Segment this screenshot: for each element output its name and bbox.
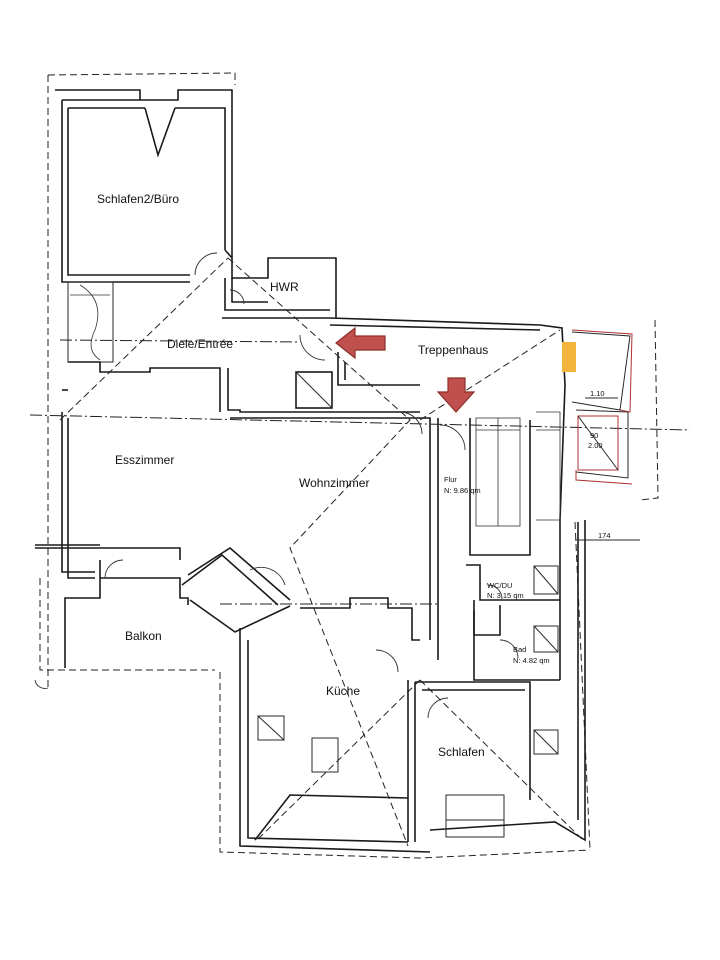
main-staircase xyxy=(475,411,561,527)
label-schlafen2-buero: Schlafen2/Büro xyxy=(97,192,179,206)
dimension-90: 90 xyxy=(590,431,598,440)
label-wohnzimmer: Wohnzimmer xyxy=(299,476,369,490)
label-schlafen: Schlafen xyxy=(438,745,485,759)
shaft-detail xyxy=(562,329,640,541)
label-balkon: Balkon xyxy=(125,629,162,643)
dimension-200: 2.00 xyxy=(588,441,603,450)
label-bad: Bad xyxy=(513,645,526,654)
dimension-174: 174 xyxy=(598,531,611,540)
label-bad-area: N: 4.82 qm xyxy=(513,656,550,665)
label-kueche: Küche xyxy=(326,684,360,698)
label-wcdu-area: N: 3.15 qm xyxy=(487,591,524,600)
doors xyxy=(34,252,519,719)
entrance-arrow-down xyxy=(436,377,476,413)
entrance-arrow-left xyxy=(335,326,386,360)
roof-lines xyxy=(29,257,691,847)
outer-outline xyxy=(39,72,659,859)
label-diele-entree: Diele/Entrée xyxy=(167,337,233,351)
label-treppenhaus: Treppenhaus xyxy=(418,343,488,357)
label-esszimmer: Esszimmer xyxy=(115,453,174,467)
label-flur: Flur xyxy=(444,475,457,484)
label-hwr: HWR xyxy=(270,280,299,294)
label-flur-area: N: 9.86 qm xyxy=(444,486,481,495)
dimension-110: 1.10 xyxy=(590,389,605,398)
walls xyxy=(35,89,586,853)
label-wcdu: WC/DU xyxy=(487,581,512,590)
